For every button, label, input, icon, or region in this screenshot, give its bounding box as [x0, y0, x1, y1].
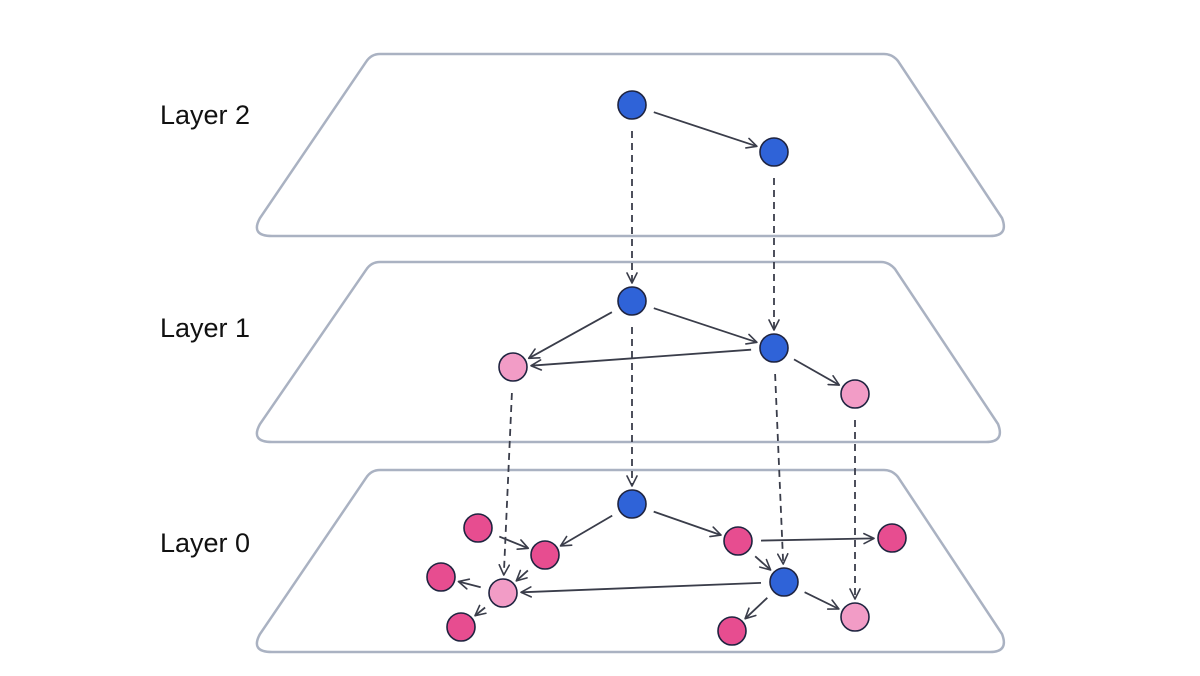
node-L0-C [530, 540, 560, 570]
edge-L0-I-to-L0-F [520, 582, 762, 598]
edge-L1-A-to-L1-C [527, 311, 613, 360]
graph-edges [457, 111, 875, 620]
node-L2-A [617, 90, 647, 120]
edge-L0-G-to-L0-H [760, 532, 875, 545]
node-L0-H [877, 523, 907, 553]
node-L1-C [498, 352, 528, 382]
dashed-edge-L1-C-to-L0-F [498, 392, 513, 576]
node-L0-F [488, 578, 518, 608]
edge-L0-F-to-L0-D [457, 578, 481, 590]
layer-planes [255, 52, 1006, 654]
dashed-edge-L1-B-to-L0-I [774, 373, 789, 565]
node-L0-E [446, 612, 476, 642]
node-L1-B [759, 333, 789, 363]
node-L1-A [617, 286, 647, 316]
node-L0-D [426, 562, 456, 592]
node-L0-I [769, 567, 799, 597]
node-L0-J [717, 616, 747, 646]
edge-L0-F-to-L0-E [474, 604, 487, 617]
edge-L0-C-to-L0-F [515, 569, 529, 582]
edge-L0-A-to-L0-G [653, 510, 722, 538]
layer-0-plane [255, 468, 1006, 654]
edge-L1-B-to-L1-D [793, 358, 841, 386]
layer-1-plane [255, 260, 1002, 444]
node-L2-B [759, 137, 789, 167]
layer-0-label: Layer 0 [160, 528, 251, 558]
node-L0-G [723, 526, 753, 556]
edge-L0-A-to-L0-C [559, 514, 613, 547]
node-L0-A [617, 489, 647, 519]
layer-2-label: Layer 2 [160, 100, 251, 130]
edge-L0-I-to-L0-K [804, 591, 840, 610]
edge-L0-I-to-L0-J [744, 597, 768, 620]
edge-L1-A-to-L1-B [653, 307, 758, 345]
graph-nodes [426, 90, 907, 646]
node-L0-K [840, 602, 870, 632]
edge-L2-A-to-L2-B [653, 111, 758, 149]
layer-1-label: Layer 1 [160, 313, 251, 343]
edge-L0-G-to-L0-I [754, 555, 772, 571]
edge-L1-B-to-L1-C [530, 348, 752, 371]
node-L1-D [840, 379, 870, 409]
layer-2-plane [255, 52, 1006, 238]
edge-L0-B-to-L0-C [498, 535, 530, 550]
node-L0-B [463, 513, 493, 543]
